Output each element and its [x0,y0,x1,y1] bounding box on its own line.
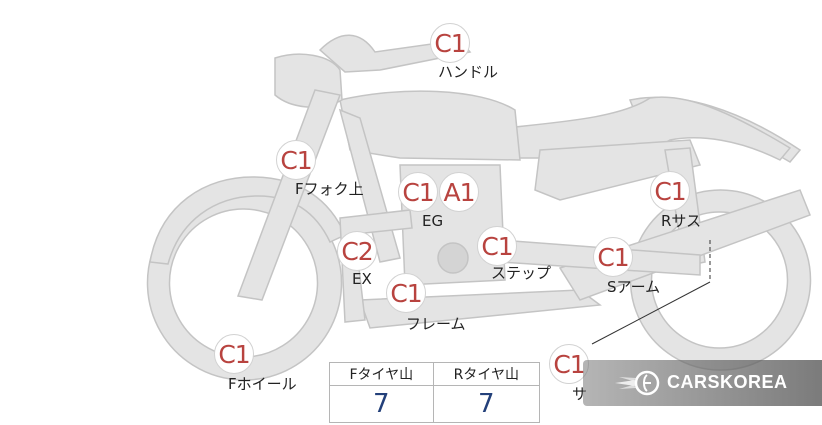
badge-handle: C1 [430,23,470,63]
badge-eg-a: A1 [439,172,479,212]
watermark-brand: CARSKOREA [667,372,788,392]
badge-eg-c: C1 [398,172,438,212]
badge-ffork: C1 [276,140,316,180]
seat [503,96,792,161]
front-tire-header: Fタイヤ山 [329,362,434,386]
front-tire-value: 7 [329,385,434,423]
carskorea-logo-icon [615,370,660,396]
badge-frame: C1 [386,273,426,313]
label-eg: EG [422,212,444,230]
badge-fwheel: C1 [214,334,254,374]
label-frame: フレーム [406,315,466,333]
badge-step: C1 [477,226,517,266]
rear-frame [534,139,702,201]
label-rsus: Rサス [661,212,702,230]
rear-tire-header: Rタイヤ山 [432,362,541,386]
label-ex: EX [352,270,372,288]
badge-sa: C1 [549,344,589,384]
badge-ex: C2 [337,231,377,271]
label-sarm: Sアーム [607,278,661,296]
watermark: CARSKOREA [583,360,822,406]
label-fwheel: Fホイール [228,375,297,393]
front-fork [236,89,342,301]
leader-line-2 [591,281,711,345]
engine-cover [437,242,469,274]
tire-tread-table: Fタイヤ山 Rタイヤ山 7 7 [329,362,541,423]
badge-sarm: C1 [593,237,633,277]
rear-tire-value: 7 [432,385,541,423]
label-handle: ハンドル [438,63,499,81]
badge-rsus: C1 [650,171,690,211]
fuel-tank [339,90,521,161]
label-step: ステップ [491,264,552,282]
label-ffork: Fフォク上 [295,180,364,198]
